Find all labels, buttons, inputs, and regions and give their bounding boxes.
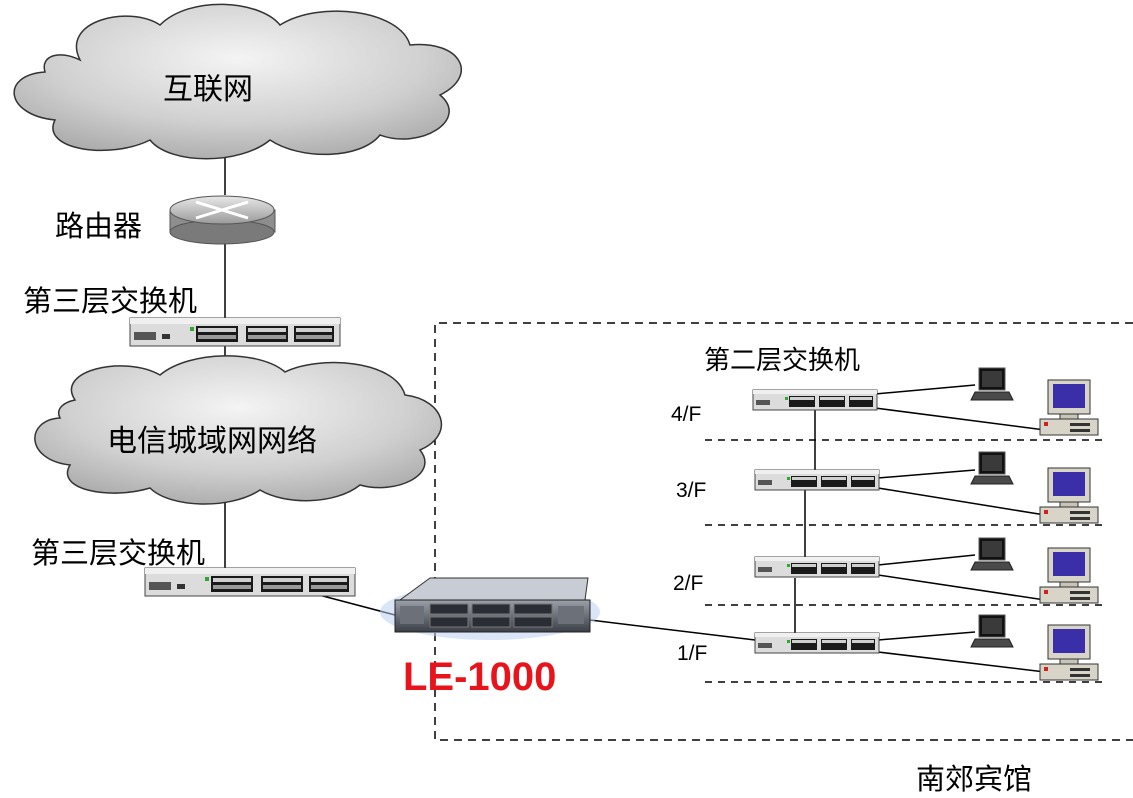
l3-switch-top-icon xyxy=(129,317,341,347)
pc-4f-icon xyxy=(1039,379,1099,436)
pc-3f-icon xyxy=(1039,467,1099,524)
laptop-3f-icon xyxy=(970,451,1014,485)
hotel-boundary xyxy=(434,322,1133,741)
floor-separators xyxy=(705,439,1105,683)
laptop-4f-icon xyxy=(970,367,1014,401)
floor-label-1f: 1/F xyxy=(677,642,708,665)
l3-switch-bottom-label: 第三层交换机 xyxy=(31,536,206,570)
le1000-server-icon xyxy=(380,577,600,640)
internet-label: 互联网 xyxy=(163,72,253,107)
laptop-2f-icon xyxy=(970,537,1014,571)
floor-label-3f: 3/F xyxy=(676,479,707,502)
l2-switch-1f-icon xyxy=(754,632,880,654)
floor-label-4f: 4/F xyxy=(671,403,702,426)
laptop-1f-icon xyxy=(970,614,1014,648)
product-label: LE-1000 xyxy=(403,655,557,699)
pc-1f-icon xyxy=(1039,624,1099,681)
floor-label-2f: 2/F xyxy=(673,572,704,595)
internet-cloud-icon xyxy=(13,3,462,160)
router-icon xyxy=(169,195,276,245)
metro-network-cloud-icon xyxy=(34,355,442,505)
hotel-label: 南郊宾馆 xyxy=(916,762,1033,796)
l3-switch-bottom-icon xyxy=(144,567,356,597)
l2-switch-3f-icon xyxy=(754,469,880,491)
l2-switch-4f-icon xyxy=(752,389,878,411)
pc-2f-icon xyxy=(1039,547,1099,604)
metro-network-label: 电信城域网网络 xyxy=(107,424,317,459)
l2-switch-2f-icon xyxy=(754,556,880,578)
connection-lines xyxy=(224,145,1046,673)
l3-switch-top-label: 第三层交换机 xyxy=(23,284,198,318)
l2-switch-label: 第二层交换机 xyxy=(704,346,861,376)
router-label: 路由器 xyxy=(55,209,143,243)
